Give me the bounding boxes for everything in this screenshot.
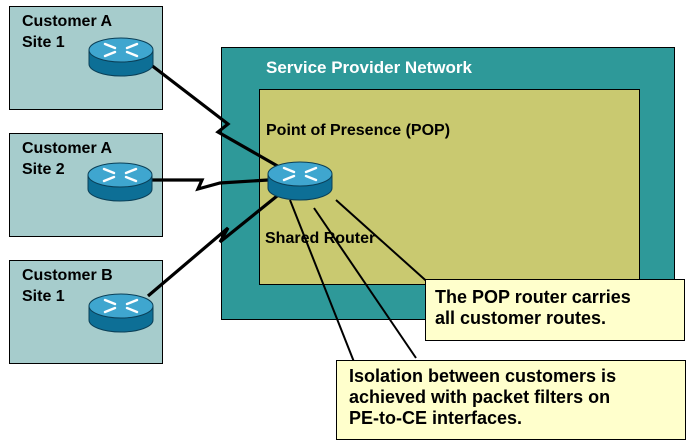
pop-title: Point of Presence (POP) [266,122,451,139]
callout-text-line: all customer routes. [435,308,607,328]
site-label-customer: Customer B [22,267,113,284]
site-label: Customer A Site 1 [22,11,112,53]
site-label-customer: Customer A [22,140,113,157]
shared-router-icon [267,161,333,201]
callout-isolation: Isolation between customers is achieved … [336,360,686,440]
router-icon [88,37,154,77]
site-label-customer: Customer A [22,13,113,30]
callout-text-line: Isolation between customers is [349,366,617,386]
site-customer-b-1: Customer B Site 1 [9,260,163,364]
site-label: Customer A Site 2 [22,138,112,180]
router-icon [87,162,153,202]
site-label: Customer B Site 1 [22,265,113,307]
site-label-site: Site 1 [22,34,65,51]
callout-text-line: achieved with packet filters on [349,387,611,407]
site-label-site: Site 1 [22,288,65,305]
callout-text-line: The POP router carries [435,287,631,307]
site-label-site: Site 2 [22,161,65,178]
callout-text-line: PE-to-CE interfaces. [349,408,523,428]
shared-router-label: Shared Router [265,230,376,247]
service-provider-title: Service Provider Network [266,58,472,77]
callout-pop-routes: The POP router carries all customer rout… [425,279,685,341]
router-icon [88,293,154,333]
